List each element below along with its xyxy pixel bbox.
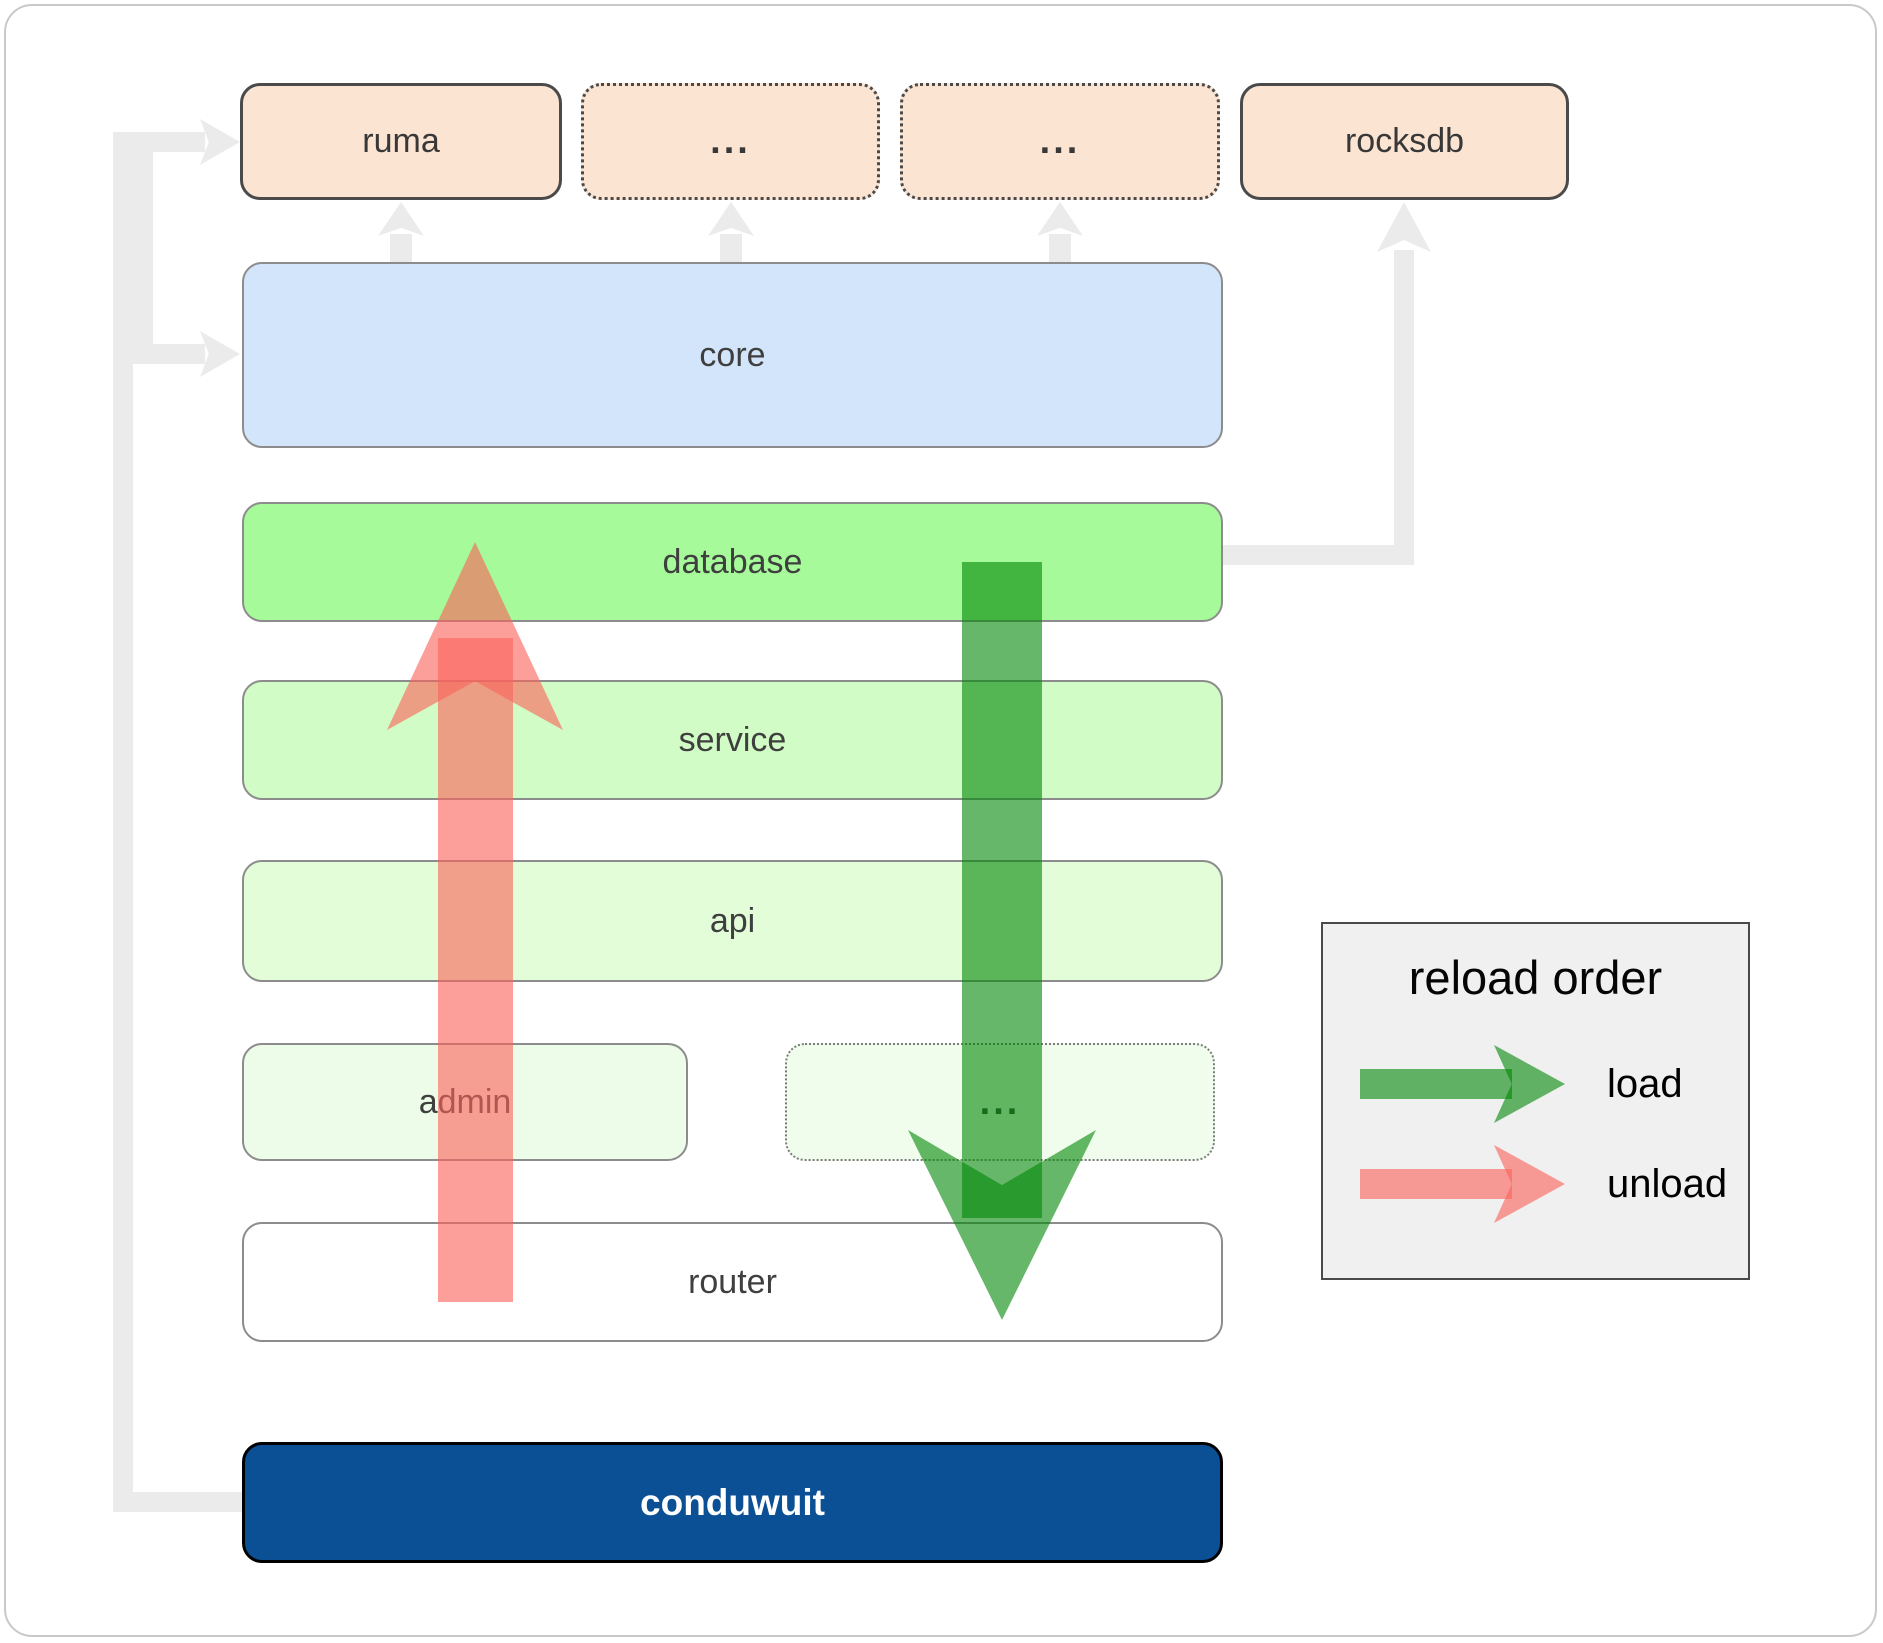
unload-arrow-shaft — [438, 638, 513, 1302]
core-to-ellipsis2-arrow-shaft — [1049, 234, 1071, 262]
box-router: router — [242, 1222, 1223, 1342]
box-conduwuit: conduwuit — [242, 1442, 1223, 1563]
box-service-label: service — [678, 720, 787, 759]
box-core-label: core — [699, 335, 766, 374]
box-rocksdb-label: rocksdb — [1344, 122, 1465, 160]
box-api: api — [242, 860, 1223, 982]
connector-to-core-horizontal — [133, 344, 205, 364]
box-core: core — [242, 262, 1223, 448]
box-ellipsis-top-1: ... — [581, 83, 880, 200]
core-to-ruma-arrow-shaft — [390, 234, 412, 262]
legend-unload-arrow-shaft — [1360, 1169, 1512, 1199]
box-ellipsis-top-2-label: ... — [1039, 120, 1081, 162]
connector-database-to-rocksdb-horizontal — [1223, 545, 1414, 565]
box-api-label: api — [709, 901, 756, 940]
connector-conduwuit-vertical — [113, 132, 133, 1512]
connector-from-conduwuit-horizontal — [113, 1492, 246, 1512]
connector-to-ruma-horizontal — [113, 132, 205, 152]
connector-to-core-vertical — [133, 152, 153, 364]
box-ellipsis-top-1-label: ... — [710, 120, 751, 162]
box-database-label: database — [662, 542, 803, 581]
core-to-ellipsis1-arrow-shaft — [720, 234, 742, 262]
box-rocksdb: rocksdb — [1240, 83, 1569, 200]
connector-database-to-rocksdb-vertical — [1394, 250, 1414, 565]
legend-panel: reload order load unload — [1321, 922, 1750, 1280]
load-arrow-shaft — [962, 562, 1042, 1218]
box-ruma-label: ruma — [362, 122, 440, 160]
box-ruma: ruma — [240, 83, 562, 200]
legend-unload-label: unload — [1607, 1161, 1728, 1206]
diagram-border-frame — [4, 4, 1877, 1637]
box-service: service — [242, 680, 1223, 800]
legend-title: reload order — [1408, 951, 1663, 1004]
box-ellipsis-top-2: ... — [900, 83, 1220, 200]
box-database: database — [242, 502, 1223, 622]
box-router-label: router — [688, 1262, 777, 1301]
box-conduwuit-label: conduwuit — [640, 1481, 825, 1523]
legend-load-label: load — [1607, 1061, 1683, 1106]
legend-load-arrow-shaft — [1360, 1069, 1512, 1099]
